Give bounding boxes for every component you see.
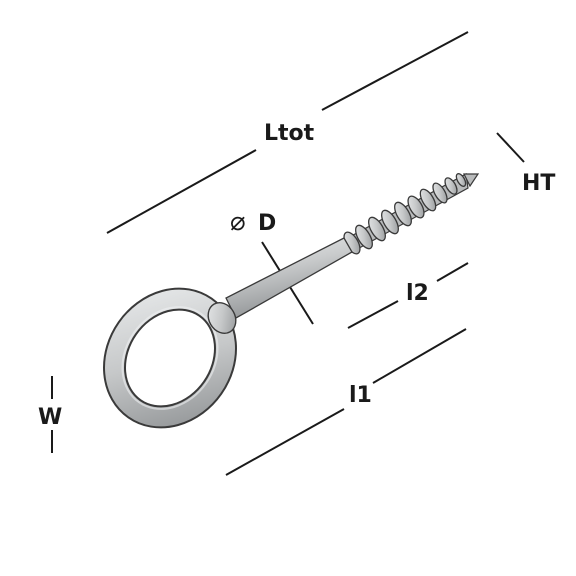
diameter-symbol: ⌀ <box>230 207 246 237</box>
l2-label: l2 <box>406 281 429 306</box>
ht-dimension-line <box>496 132 525 163</box>
shank <box>225 237 353 319</box>
ht-label: HT <box>522 171 555 196</box>
ring-neck <box>207 301 237 335</box>
thread-section <box>343 173 480 255</box>
l1-dimension-line-lower <box>225 408 345 476</box>
l1-dimension-line-upper <box>372 328 467 384</box>
l1-label: l1 <box>349 383 372 408</box>
ltot-label: Ltot <box>264 121 315 146</box>
l2-dimension-line-lower <box>347 300 399 329</box>
ltot-dimension-line-upper <box>321 31 469 111</box>
ltot-dimension-line-lower <box>106 149 257 234</box>
d-label: D <box>258 211 276 236</box>
l2-dimension-line-upper <box>436 262 469 282</box>
w-label: W <box>38 405 62 430</box>
eye-screw-icon <box>103 173 480 429</box>
